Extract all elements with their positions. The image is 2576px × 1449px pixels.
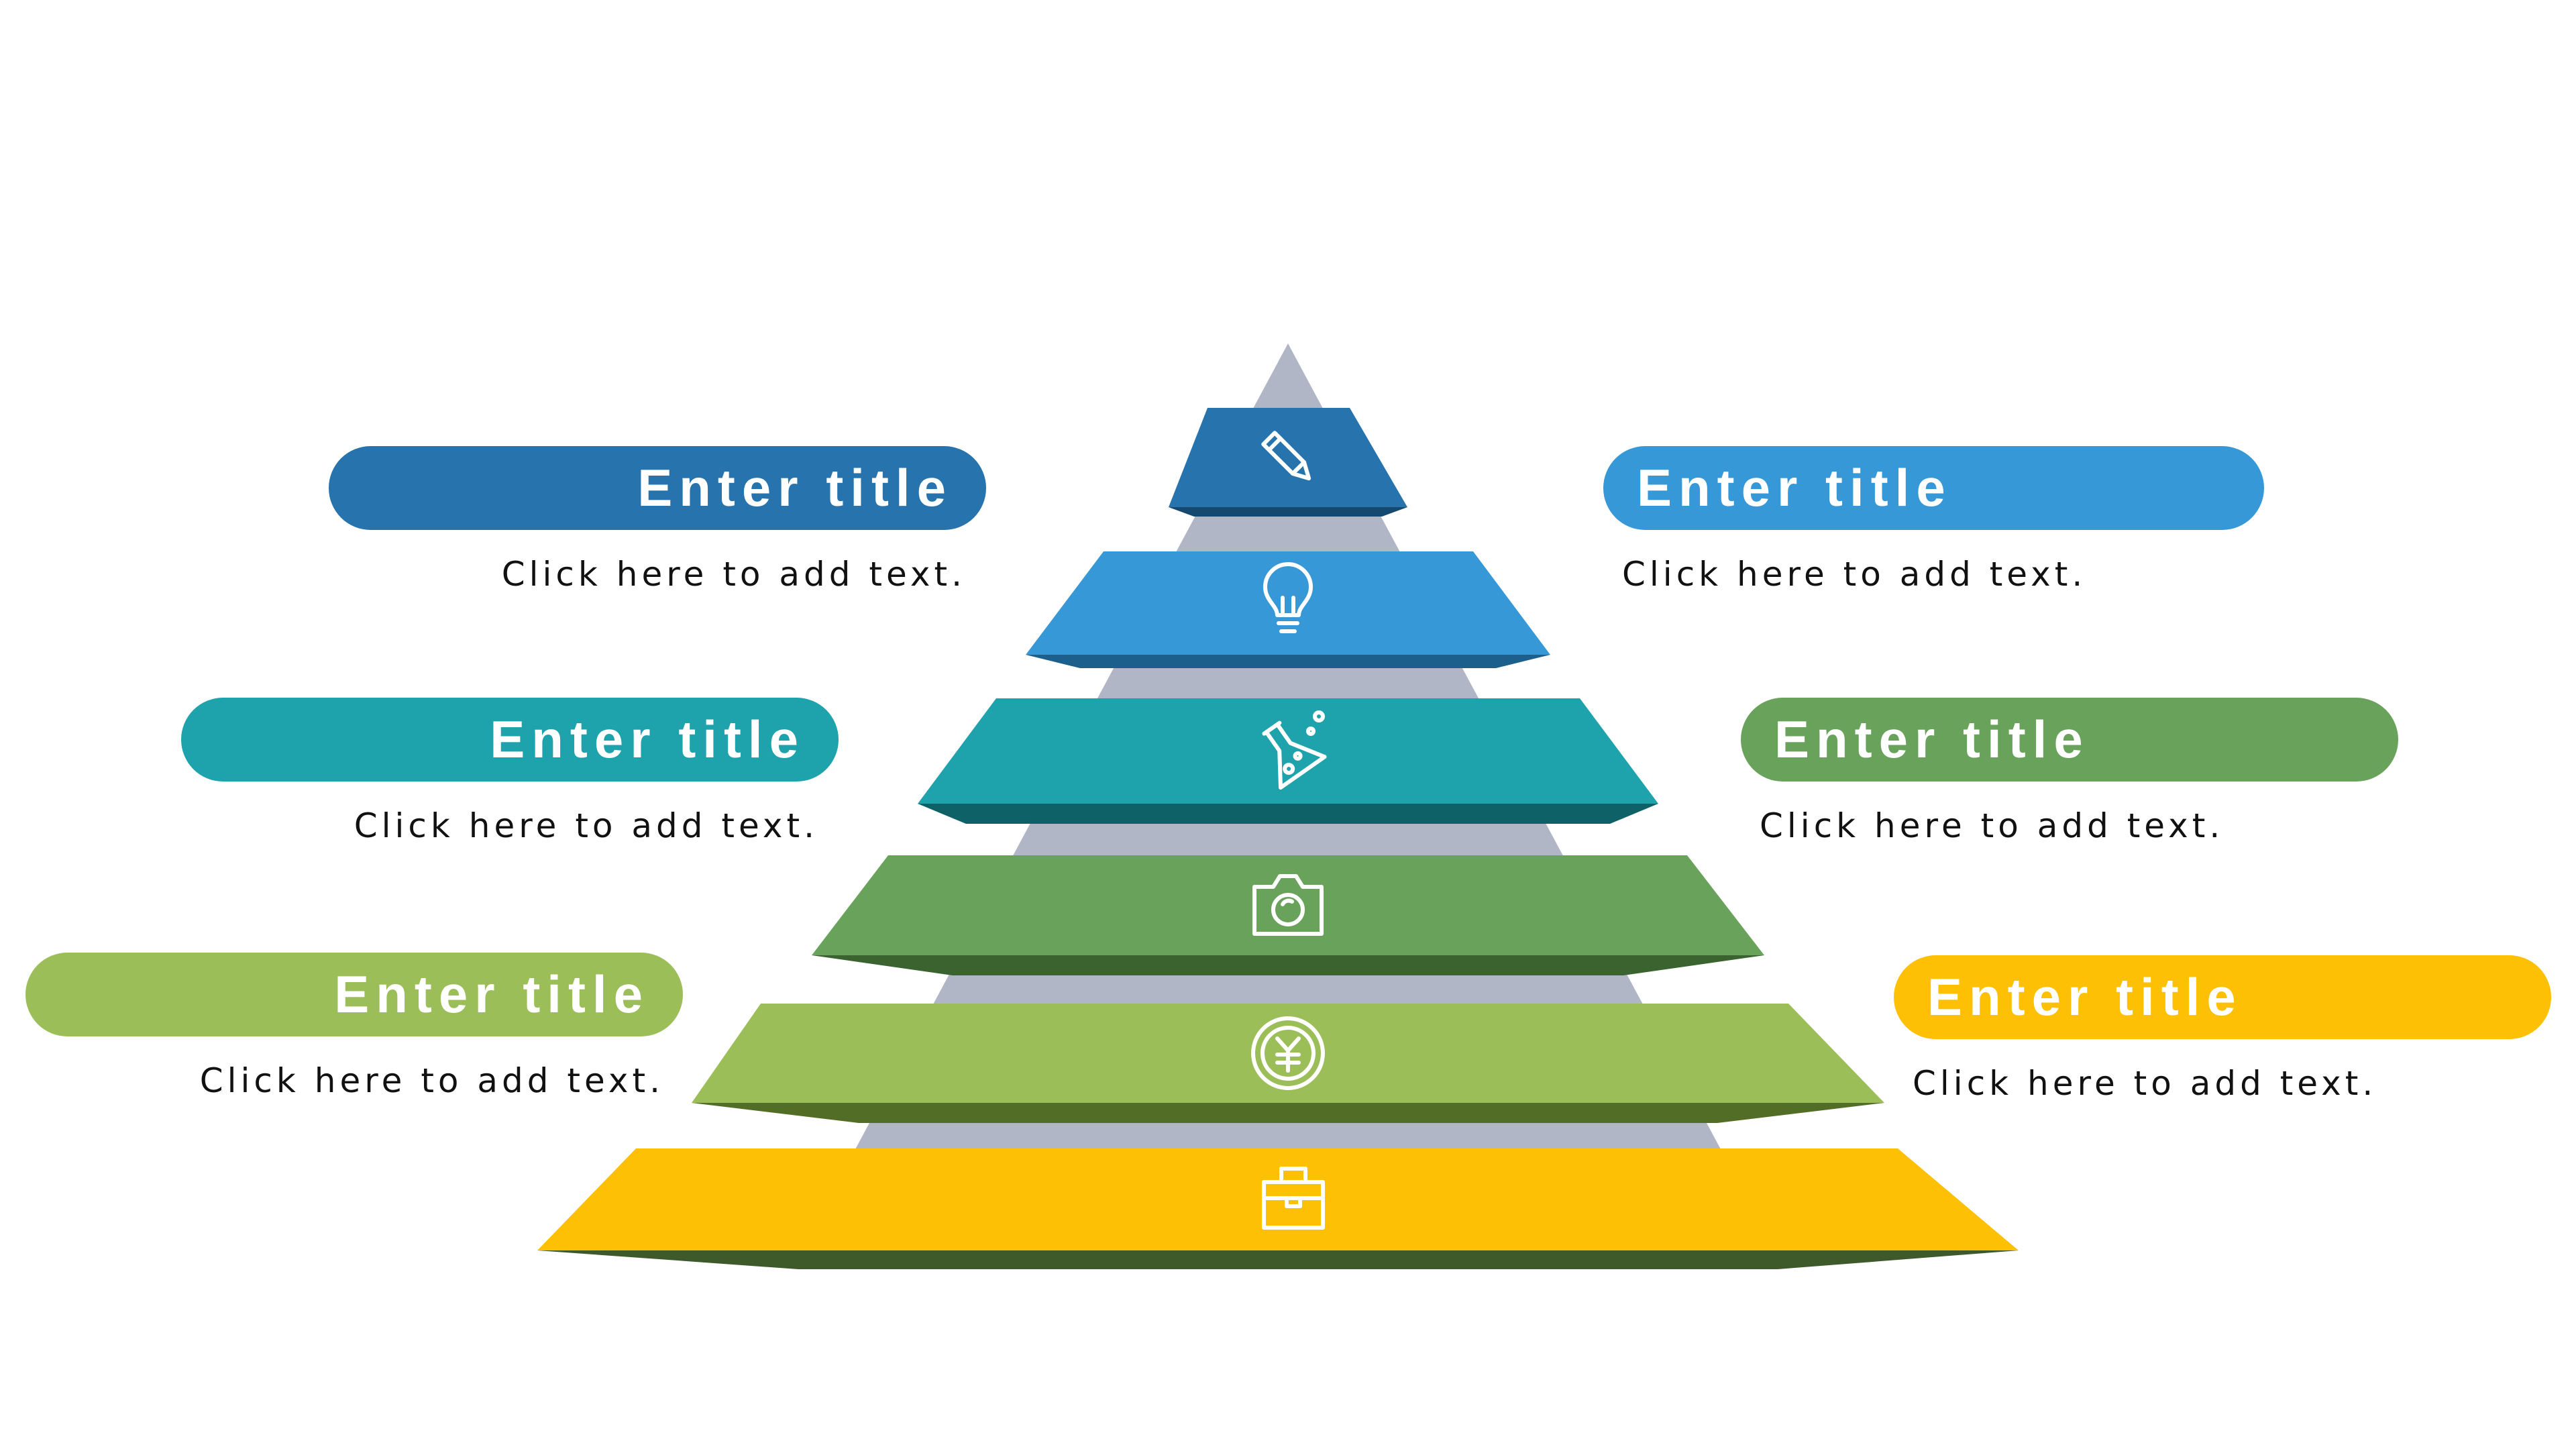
callout-right-2-text[interactable]: Click here to add text.	[1760, 806, 2224, 845]
callout-title: Enter title	[1774, 710, 2090, 769]
callout-left-3-title-pill[interactable]: Enter title	[25, 953, 683, 1036]
band-3-shadow	[918, 804, 1658, 824]
callout-right-3-text[interactable]: Click here to add text.	[1913, 1064, 2377, 1103]
pyramid-level-2	[1026, 551, 1550, 655]
band-2-shadow	[1026, 655, 1550, 668]
band-5-shadow	[692, 1103, 1884, 1123]
lightbulb-icon	[1263, 562, 1313, 633]
band-1-shadow	[1169, 507, 1407, 517]
callout-right-1-text[interactable]: Click here to add text.	[1622, 555, 2087, 594]
callout-right-2-title-pill[interactable]: Enter title	[1741, 698, 2398, 782]
pyramid-level-3	[918, 698, 1658, 804]
pyramid-level-4	[812, 855, 1764, 955]
callout-right-1-title-pill[interactable]: Enter title	[1603, 446, 2264, 530]
pyramid-level-1	[1169, 408, 1407, 507]
callout-left-3-text[interactable]: Click here to add text.	[199, 1061, 664, 1100]
callout-left-2-title-pill[interactable]: Enter title	[181, 698, 839, 782]
band-4-shadow	[812, 955, 1764, 975]
camera-icon	[1252, 874, 1324, 936]
callout-title: Enter title	[334, 965, 649, 1024]
briefcase-icon	[1262, 1167, 1325, 1230]
callout-title: Enter title	[490, 710, 805, 769]
callout-left-2-text[interactable]: Click here to add text.	[354, 806, 818, 845]
callout-title: Enter title	[1637, 458, 1952, 517]
callout-right-3-title-pill[interactable]: Enter title	[1894, 955, 2551, 1039]
pencil-icon	[1261, 431, 1311, 481]
callout-left-1-title-pill[interactable]: Enter title	[329, 446, 986, 530]
callout-left-1-text[interactable]: Click here to add text.	[501, 555, 966, 594]
yen-coin-icon	[1251, 1016, 1325, 1090]
callout-title: Enter title	[637, 458, 953, 517]
band-6-shadow	[537, 1250, 2019, 1269]
flask-icon	[1262, 710, 1327, 790]
callout-title: Enter title	[1927, 967, 2243, 1026]
